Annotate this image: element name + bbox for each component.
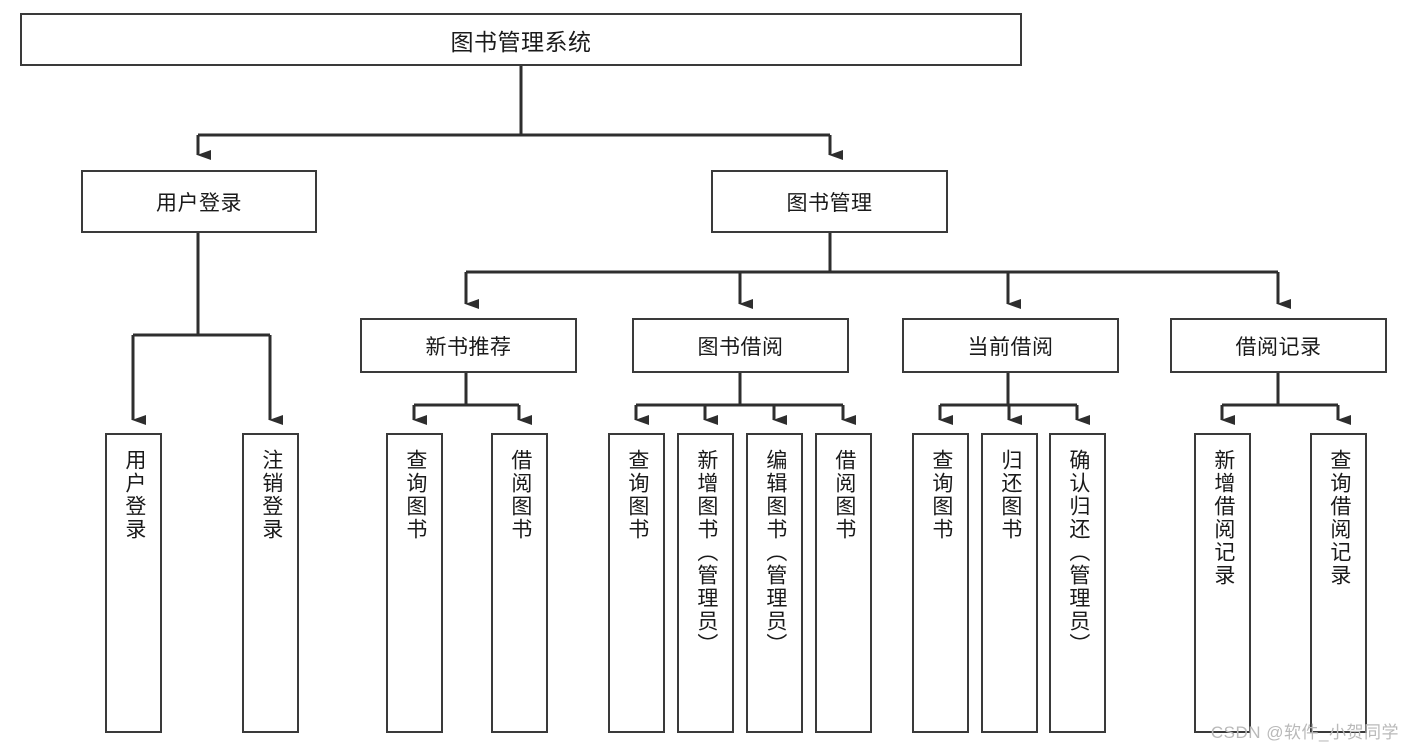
node-leaf-borrow-book-1[interactable]: 借阅图书 bbox=[491, 433, 548, 733]
node-leaf-query-record-label: 查询借阅记录 bbox=[1327, 449, 1351, 587]
node-leaf-user-login[interactable]: 用户登录 bbox=[105, 433, 162, 733]
node-borrow-record[interactable]: 借阅记录 bbox=[1170, 318, 1387, 373]
node-book-manage[interactable]: 图书管理 bbox=[711, 170, 948, 233]
node-leaf-add-book[interactable]: 新增图书（管理员） bbox=[677, 433, 734, 733]
node-leaf-return-book[interactable]: 归还图书 bbox=[981, 433, 1038, 733]
node-leaf-confirm-return[interactable]: 确认归还（管理员） bbox=[1049, 433, 1106, 733]
node-leaf-logout-label: 注销登录 bbox=[259, 449, 283, 541]
node-root[interactable]: 图书管理系统 bbox=[20, 13, 1022, 66]
node-leaf-add-record-label: 新增借阅记录 bbox=[1211, 449, 1235, 587]
node-user-login-label: 用户登录 bbox=[156, 191, 242, 215]
node-leaf-borrow-book-2-label: 借阅图书 bbox=[832, 449, 856, 541]
node-book-manage-label: 图书管理 bbox=[786, 191, 873, 215]
node-leaf-borrow-book-1-label: 借阅图书 bbox=[508, 449, 532, 541]
node-new-book-recommend[interactable]: 新书推荐 bbox=[360, 318, 577, 373]
node-user-login[interactable]: 用户登录 bbox=[81, 170, 317, 233]
node-book-borrow[interactable]: 图书借阅 bbox=[632, 318, 849, 373]
node-leaf-query-book-2-label: 查询图书 bbox=[625, 449, 649, 541]
node-leaf-edit-book-label: 编辑图书（管理员） bbox=[763, 449, 787, 656]
node-leaf-query-record[interactable]: 查询借阅记录 bbox=[1310, 433, 1367, 733]
node-leaf-query-book-3-label: 查询图书 bbox=[929, 449, 953, 541]
node-leaf-add-record[interactable]: 新增借阅记录 bbox=[1194, 433, 1251, 733]
node-borrow-record-label: 借阅记录 bbox=[1235, 335, 1322, 359]
node-leaf-confirm-return-label: 确认归还（管理员） bbox=[1066, 449, 1090, 656]
node-leaf-edit-book[interactable]: 编辑图书（管理员） bbox=[746, 433, 803, 733]
node-leaf-query-book-2[interactable]: 查询图书 bbox=[608, 433, 665, 733]
node-leaf-query-book-1[interactable]: 查询图书 bbox=[386, 433, 443, 733]
node-leaf-logout[interactable]: 注销登录 bbox=[242, 433, 299, 733]
node-root-label: 图书管理系统 bbox=[450, 28, 592, 55]
csdn-watermark: CSDN @软件_小贺同学 bbox=[1210, 723, 1399, 742]
node-leaf-query-book-1-label: 查询图书 bbox=[403, 449, 427, 541]
node-new-book-recommend-label: 新书推荐 bbox=[425, 335, 512, 359]
node-leaf-query-book-3[interactable]: 查询图书 bbox=[912, 433, 969, 733]
node-leaf-borrow-book-2[interactable]: 借阅图书 bbox=[815, 433, 872, 733]
node-leaf-add-book-label: 新增图书（管理员） bbox=[694, 449, 718, 656]
node-current-borrow[interactable]: 当前借阅 bbox=[902, 318, 1119, 373]
node-leaf-user-login-label: 用户登录 bbox=[122, 449, 146, 541]
node-current-borrow-label: 当前借阅 bbox=[967, 335, 1054, 359]
node-leaf-return-book-label: 归还图书 bbox=[998, 449, 1022, 541]
node-book-borrow-label: 图书借阅 bbox=[697, 335, 784, 359]
